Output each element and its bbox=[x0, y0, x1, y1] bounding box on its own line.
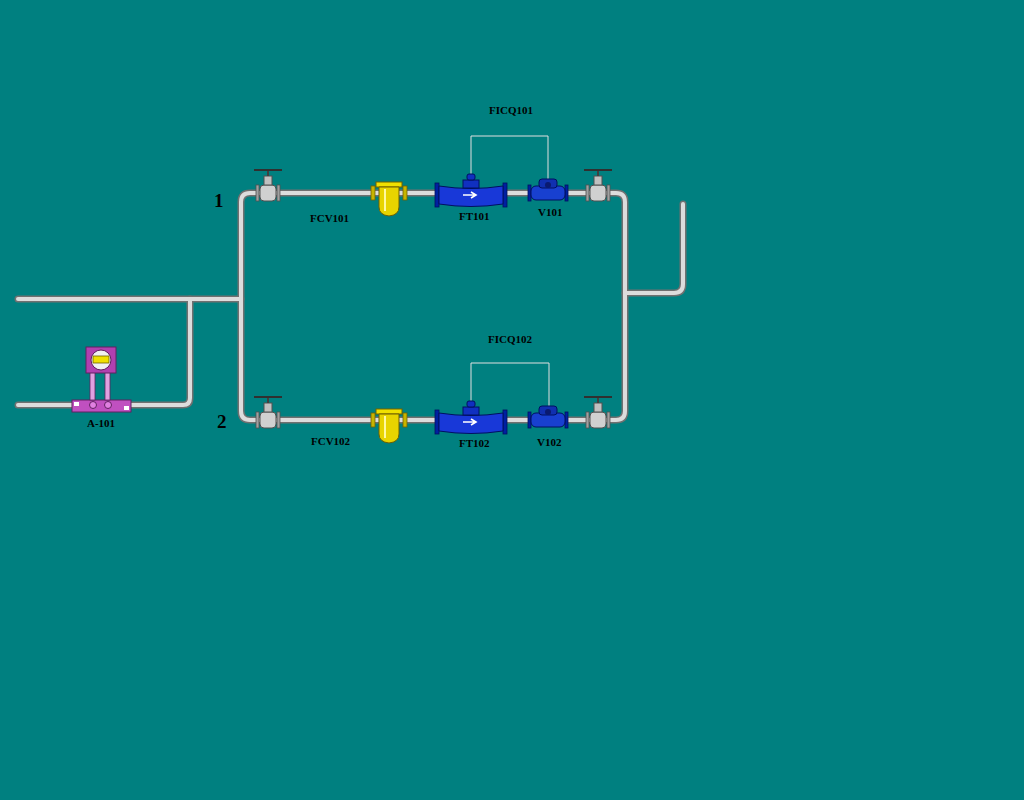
tag-label: V102 bbox=[537, 437, 561, 448]
gate-valve bbox=[584, 397, 612, 428]
pipe-outline bbox=[18, 193, 683, 420]
gate-valve bbox=[254, 170, 282, 201]
gate-valve bbox=[584, 170, 612, 201]
gate-valve bbox=[254, 397, 282, 428]
pipe-loop bbox=[241, 193, 625, 420]
branch-number: 1 bbox=[214, 191, 224, 210]
filter bbox=[371, 409, 407, 443]
analyzer-head bbox=[86, 347, 116, 373]
pipe-loop bbox=[241, 193, 625, 420]
tag-label: FT102 bbox=[459, 438, 490, 449]
tag-label: FT101 bbox=[459, 211, 490, 222]
tag-label: V101 bbox=[538, 207, 562, 218]
analyzer-fitting bbox=[105, 402, 112, 409]
analyzer-symbol bbox=[72, 347, 131, 412]
filter bbox=[371, 182, 407, 216]
analyzer-display bbox=[91, 350, 111, 370]
pipe-outlet bbox=[625, 204, 683, 293]
control-valve bbox=[528, 179, 568, 201]
analyzer-port bbox=[74, 402, 79, 406]
analyzer-screen bbox=[93, 356, 109, 363]
pipe-inlet bbox=[18, 296, 241, 303]
signal-line bbox=[471, 363, 549, 407]
pipe-sample bbox=[18, 299, 190, 405]
signal-line bbox=[471, 136, 548, 180]
pipe-fill bbox=[18, 193, 683, 420]
pipe-inlet bbox=[18, 297, 241, 301]
flowmeter bbox=[435, 174, 507, 207]
analyzer-leg bbox=[90, 372, 95, 400]
tag-label: FCV102 bbox=[311, 436, 350, 447]
control-valve bbox=[528, 406, 568, 428]
analyzer-base bbox=[72, 400, 131, 412]
signal-lines bbox=[471, 136, 549, 407]
tag-label: A-101 bbox=[87, 418, 115, 429]
pipe-outlet bbox=[625, 204, 683, 293]
tag-label: FICQ102 bbox=[488, 334, 532, 345]
analyzer-fitting bbox=[90, 402, 97, 409]
analyzer-port bbox=[124, 406, 129, 410]
tag-label: FCV101 bbox=[310, 213, 349, 224]
flowmeter bbox=[435, 401, 507, 434]
analyzer-leg bbox=[105, 372, 110, 400]
tag-label: FICQ101 bbox=[489, 105, 533, 116]
branch-number: 2 bbox=[217, 412, 227, 431]
pipe-sample bbox=[18, 299, 190, 405]
